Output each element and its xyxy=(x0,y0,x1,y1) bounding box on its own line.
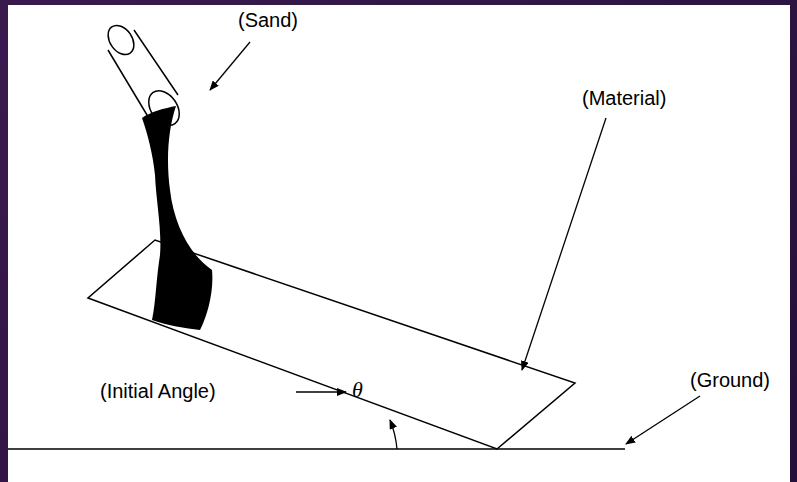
angle-arc xyxy=(390,420,397,449)
leader-line xyxy=(522,118,606,370)
leader-line xyxy=(626,396,700,444)
ground-line xyxy=(8,448,625,450)
angle-symbol: θ xyxy=(352,377,363,403)
leader-line xyxy=(296,391,346,392)
part-label: (Sand) xyxy=(238,8,298,32)
part-label: (Ground) xyxy=(690,368,770,392)
part-label: (Material) xyxy=(582,86,666,110)
part-label: (Initial Angle) xyxy=(100,379,216,403)
sand-stream xyxy=(142,106,212,330)
leader-line xyxy=(210,42,250,90)
